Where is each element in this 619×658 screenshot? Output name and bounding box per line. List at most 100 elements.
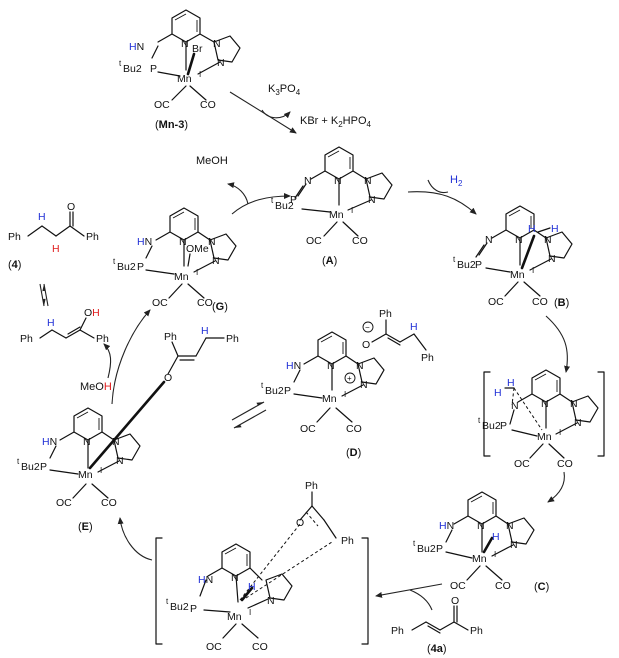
arrow-b-to-ts <box>545 315 571 373</box>
product-h-blue: H <box>38 211 46 223</box>
tert-prefix: t <box>261 381 264 390</box>
phosphorus: P <box>290 194 297 206</box>
manganese: Mn <box>174 271 189 283</box>
arrow-e-to-g: MeOH <box>80 309 151 405</box>
svg-text:(D): (D) <box>346 447 361 459</box>
amine-n: N <box>145 236 153 248</box>
reagent-h2: H2 <box>450 174 463 188</box>
amine-h: H <box>137 236 145 248</box>
phenyl-1: Ph <box>20 333 33 345</box>
pyrazole-n2: N <box>212 255 220 267</box>
transition-state-b-c: H H N N N N t Bu2 P Mn I OC CO <box>478 369 605 470</box>
label-4a: 4a <box>431 643 444 655</box>
pyrazole-n2: N <box>267 595 275 607</box>
arrow-ts-to-c <box>547 471 565 503</box>
anion-charge: − <box>365 323 370 332</box>
ts-h2: H <box>494 387 502 399</box>
phosphorus: P <box>190 603 197 615</box>
phenyl-1: Ph <box>8 231 21 243</box>
svg-text:(A): (A) <box>322 255 337 267</box>
svg-text:(B): (B) <box>554 297 569 309</box>
phenyl-1: Ph <box>391 625 404 637</box>
tert-prefix: t <box>478 416 481 425</box>
arrow-a-to-b: H2 <box>407 174 477 215</box>
pyridine-n: N <box>179 236 187 248</box>
manganese: Mn <box>227 611 242 623</box>
tbu2-group: Bu2 <box>482 420 501 432</box>
carbonyl-oc: OC <box>154 99 170 111</box>
phosphorus: P <box>500 420 507 432</box>
pyrazole-n: N <box>112 436 120 448</box>
dihydrogen-h2: H <box>551 223 559 235</box>
amide-n: N <box>511 400 519 412</box>
svg-text:(4): (4) <box>8 259 21 271</box>
pyrazole-n2: N <box>116 455 124 467</box>
carbonyl-co: CO <box>101 497 117 509</box>
oxidation-state: I <box>494 550 496 559</box>
oxidation-state: I <box>196 268 198 277</box>
phenyl-1: Ph <box>379 308 392 320</box>
amine-h: H <box>286 360 294 372</box>
carbonyl-oc: OC <box>514 458 530 470</box>
phosphorus: P <box>284 385 291 397</box>
ketone-o: O <box>67 201 75 213</box>
carbonyl-co: CO <box>532 296 548 308</box>
arrow-g-to-a: MeOH <box>196 155 291 215</box>
tbu2-group: Bu2 <box>170 601 189 613</box>
pyridine-n: N <box>181 38 189 50</box>
dihydrogen-h1: H <box>528 223 536 235</box>
enolate-o: O <box>164 372 172 384</box>
tert-prefix: t <box>413 539 416 548</box>
phenyl-2: Ph <box>96 333 109 345</box>
pyrazole-n: N <box>506 520 514 532</box>
carbonyl-co: CO <box>200 99 216 111</box>
oxidation-state: I <box>344 390 346 399</box>
carbonyl-oc: OC <box>152 297 168 309</box>
label-g: G <box>216 301 225 313</box>
amine-n: N <box>137 41 145 53</box>
phenyl-2: Ph <box>421 352 434 364</box>
amine-n: N <box>50 436 58 448</box>
manganese: Mn <box>510 269 525 281</box>
pyrazole-n2: N <box>510 539 518 551</box>
transferred-h: H <box>410 321 418 333</box>
oxidation-state: I <box>532 266 534 275</box>
label-d: D <box>350 447 358 459</box>
phenyl-1: Ph <box>164 331 177 343</box>
svg-text:HN: HN <box>286 360 301 372</box>
label-c: C <box>538 581 546 593</box>
label-b: B <box>558 297 566 309</box>
amine-h: H <box>42 436 50 448</box>
pyridine-n: N <box>83 436 91 448</box>
enol-h: H <box>92 307 100 319</box>
tbu2-group: Bu2 <box>123 63 142 75</box>
carbonyl-co: CO <box>197 297 213 309</box>
tbu2-group: Bu2 <box>265 385 284 397</box>
svg-text:(C): (C) <box>534 581 549 593</box>
phosphorus: P <box>40 461 47 473</box>
byproduct-kbr-k2hpo4: KBr + K2HPO4 <box>300 115 372 129</box>
svg-text:HN: HN <box>42 436 57 448</box>
reagent-meoh-in: MeOH <box>80 381 112 393</box>
manganese: Mn <box>329 209 344 221</box>
pyrazole-n2: N <box>548 253 556 265</box>
carbonyl-oc: OC <box>300 423 316 435</box>
methoxide: OMe <box>186 243 209 255</box>
carbonyl-oc: OC <box>56 497 72 509</box>
manganese: Mn <box>322 393 337 405</box>
phenyl-1: Ph <box>305 480 318 492</box>
manganese: Mn <box>537 431 552 443</box>
compound-g: HN N N N OMe t Bu2 P Mn I OC CO (G) <box>113 207 237 313</box>
tert-prefix: t <box>166 597 169 606</box>
product-h-red: H <box>52 243 60 255</box>
svg-text:OH: OH <box>84 307 100 319</box>
pyrazole-n2: N <box>217 57 225 69</box>
carbonyl-oc: OC <box>306 235 322 247</box>
compound-mn3: HN N N N Br t Bu2 P Mn I OC CO (Mn-3) <box>119 9 241 131</box>
tert-prefix: t <box>113 257 116 266</box>
svg-text:HN: HN <box>129 41 144 53</box>
carbonyl-oc: OC <box>488 296 504 308</box>
enolate-o: O <box>362 339 370 351</box>
reagent-k3po4: K3PO4 <box>268 83 301 97</box>
pyridine-n: N <box>541 398 549 410</box>
